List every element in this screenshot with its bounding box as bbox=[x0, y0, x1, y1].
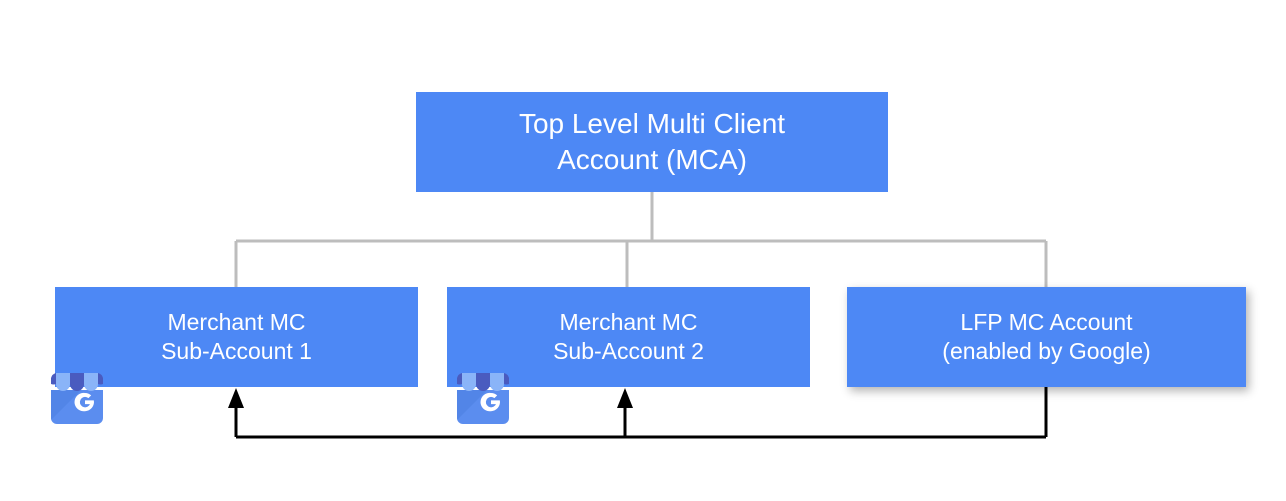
feed-arrowhead-sub1 bbox=[228, 388, 244, 408]
node-lfp-mc-account-label: LFP MC Account (enabled by Google) bbox=[942, 308, 1151, 364]
tree-connector-group bbox=[234, 192, 1048, 287]
node-top-level-mca-label: Top Level Multi Client Account (MCA) bbox=[518, 108, 786, 175]
feed-arrow-group bbox=[234, 387, 1048, 439]
feed-arrowhead-sub2 bbox=[617, 388, 633, 408]
node-merchant-sub-account-2[interactable]: Merchant MC Sub-Account 2 bbox=[447, 287, 810, 387]
node-merchant-sub-account-1-label: Merchant MC Sub-Account 1 bbox=[161, 308, 312, 364]
node-merchant-sub-account-2-label: Merchant MC Sub-Account 2 bbox=[553, 308, 704, 364]
google-business-profile-icon bbox=[457, 373, 509, 424]
google-business-profile-icon bbox=[51, 373, 103, 424]
node-top-level-mca[interactable]: Top Level Multi Client Account (MCA) bbox=[416, 92, 888, 192]
node-lfp-mc-account[interactable]: LFP MC Account (enabled by Google) bbox=[847, 287, 1246, 387]
node-merchant-sub-account-1[interactable]: Merchant MC Sub-Account 1 bbox=[55, 287, 418, 387]
